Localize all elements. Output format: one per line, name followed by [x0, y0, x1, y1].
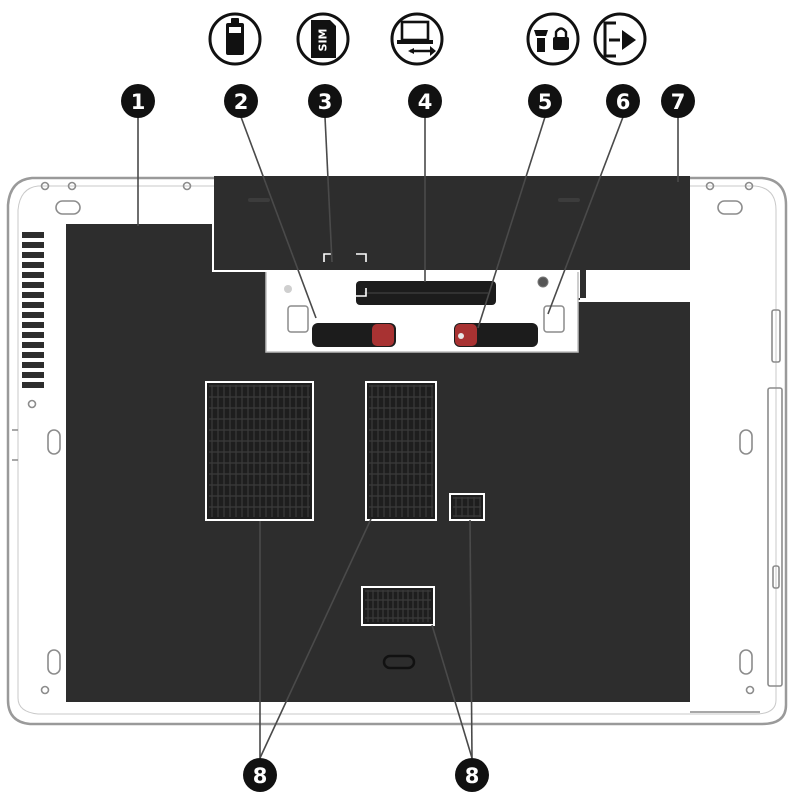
side-vent-slot [22, 262, 44, 268]
side-vent-slot [22, 332, 44, 338]
callout-9: 8 [455, 758, 489, 792]
callout-6: 6 [606, 84, 640, 118]
side-vent-slot [22, 322, 44, 328]
callout-circle [606, 84, 640, 118]
side-vent-slot [22, 282, 44, 288]
docking-connector-icon [390, 12, 444, 66]
leader-lines [137, 116, 679, 759]
vent-bottom [361, 586, 435, 626]
callout-number: 1 [131, 90, 146, 114]
side-vent-slot [22, 252, 44, 258]
sim-label: SIM [317, 29, 330, 52]
vent-center [365, 381, 437, 521]
callout-number: 6 [616, 90, 631, 114]
side-vent-slot [22, 362, 44, 368]
latch-tab-left [287, 305, 309, 333]
rubber-foot-slot [382, 654, 416, 670]
battery-icon [208, 12, 262, 66]
side-vent-slot [22, 342, 44, 348]
callout-5: 5 [528, 84, 562, 118]
side-vent-slot [22, 312, 44, 318]
callout-number: 8 [465, 764, 480, 788]
callout-number: 7 [671, 90, 686, 114]
vent-left [205, 381, 314, 521]
side-vent-left [22, 232, 44, 388]
side-vent-slot [22, 272, 44, 278]
callout-circle [243, 758, 277, 792]
side-vent-slot [22, 292, 44, 298]
callout-number: 8 [253, 764, 268, 788]
side-vent-slot [22, 372, 44, 378]
callout-circle [121, 84, 155, 118]
callout-circle [308, 84, 342, 118]
callout-circle [528, 84, 562, 118]
callout-number: 2 [234, 90, 249, 114]
callout-circle [455, 758, 489, 792]
side-vent-slot [22, 382, 44, 388]
battery [214, 176, 690, 270]
callouts: 1 2 3 4 5 6 7 8 8 [121, 84, 695, 792]
callout-2: 2 [224, 84, 258, 118]
sim-slot [323, 253, 367, 297]
side-vent-slot [22, 352, 44, 358]
side-vent-slot [22, 232, 44, 238]
callout-circle [408, 84, 442, 118]
callout-3: 3 [308, 84, 342, 118]
callout-number: 3 [318, 90, 333, 114]
callout-number: 4 [418, 90, 433, 114]
battery-lock-latch [287, 305, 396, 347]
battery-lock-icon [526, 12, 580, 66]
callout-4: 4 [408, 84, 442, 118]
side-vent-slot [22, 302, 44, 308]
vent-small [449, 493, 485, 521]
callout-circle [224, 84, 258, 118]
chassis-details [12, 181, 783, 713]
callout-number: 5 [538, 90, 553, 114]
latch-tab-right [543, 305, 565, 333]
callout-7: 7 [661, 84, 695, 118]
side-vent-slot [22, 242, 44, 248]
sim-card-icon: SIM [296, 12, 350, 66]
callout-1: 1 [121, 84, 155, 118]
battery-release-icon [593, 12, 647, 66]
callout-8: 8 [243, 758, 277, 792]
callout-circle [661, 84, 695, 118]
